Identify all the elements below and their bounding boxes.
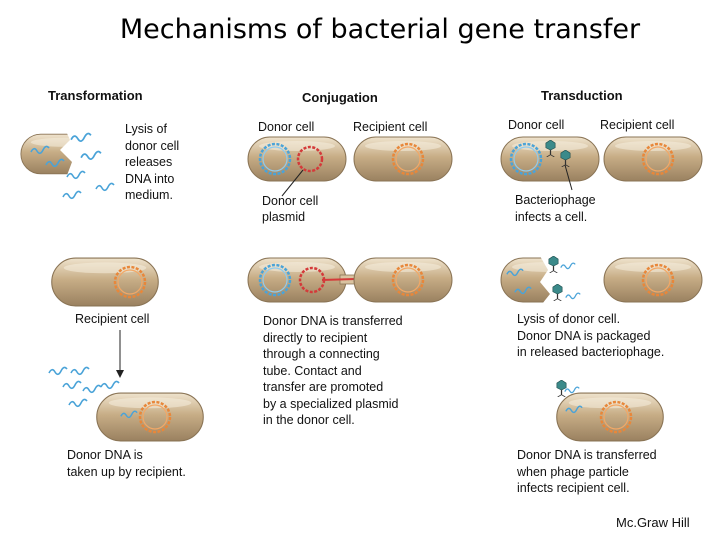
transduction-caption-2: Lysis of donor cell. Donor DNA is packag… <box>517 311 664 361</box>
conjugation-recipient-label: Recipient cell <box>353 120 428 134</box>
caption-line: Donor DNA is transferred <box>517 448 657 462</box>
transduction-recipient-cell-3 <box>556 392 664 442</box>
caption-line: by a specialized plasmid <box>263 396 399 411</box>
conjugation-recipient-cell-1 <box>353 136 453 182</box>
transduction-recipient-cell-2 <box>603 257 703 303</box>
conjugation-caption: Donor DNA is transferred directly to rec… <box>263 313 403 429</box>
transduction-donor-label: Donor cell <box>508 118 565 132</box>
caption-line: Donor DNA is packaged <box>517 328 651 343</box>
transduction-heading: Transduction <box>541 88 623 103</box>
caption-line: Donor DNA is transferred <box>263 314 403 328</box>
conjugation-donor-cell-1 <box>247 136 347 182</box>
caption-line: in the donor cell. <box>263 413 355 427</box>
transformation-caption-bottom: Donor DNA is taken up by recipient. <box>67 447 186 480</box>
caption-line: Lysis of donor cell. <box>517 312 621 326</box>
caption-line: taken up by recipient. <box>67 464 186 479</box>
transduction-caption-1: Bacteriophage infects a cell. <box>515 192 596 225</box>
caption-line: Lysis of <box>125 122 167 136</box>
caption-line: Bacteriophage <box>515 193 596 207</box>
caption-line: Donor DNA is <box>67 448 143 462</box>
transduction-caption-3: Donor DNA is transferred when phage part… <box>517 447 657 497</box>
caption-line: infects a cell. <box>515 209 588 224</box>
conjugation-heading: Conjugation <box>302 90 378 105</box>
caption-line: DNA into <box>125 171 175 186</box>
caption-line: infects recipient cell. <box>517 481 630 495</box>
caption-line: in released bacteriophage. <box>517 345 665 359</box>
transformation-heading: Transformation <box>48 88 143 103</box>
caption-line: directly to recipient <box>263 330 368 345</box>
caption-line: transfer are promoted <box>263 380 384 394</box>
transformation-recipient-cell <box>51 257 159 307</box>
caption-line: when phage particle <box>517 464 629 479</box>
transformation-lysed-cell <box>20 122 120 186</box>
label-line: Donor cell <box>262 194 319 208</box>
transformation-caption-top: Lysis of donor cell releases DNA into me… <box>125 121 179 204</box>
publisher-credit: Mc.Graw Hill <box>616 515 690 530</box>
transformation-recipient-cell-final <box>96 392 204 442</box>
transformation-recipient-label: Recipient cell <box>75 312 150 326</box>
caption-line: through a connecting <box>263 347 380 361</box>
conjugation-plasmid-label: Donor cell plasmid <box>262 193 318 225</box>
label-line: plasmid <box>262 210 306 224</box>
page-title: Mechanisms of bacterial gene transfer <box>119 14 641 45</box>
caption-line: donor cell <box>125 138 180 153</box>
transduction-recipient-label: Recipient cell <box>600 118 675 132</box>
caption-line: medium. <box>125 188 173 202</box>
transduction-recipient-cell-1 <box>603 136 703 182</box>
conjugation-donor-label: Donor cell <box>258 120 315 134</box>
caption-line: releases <box>125 155 173 169</box>
conjugation-recipient-cell-2 <box>353 257 453 303</box>
caption-line: tube. Contact and <box>263 363 362 378</box>
